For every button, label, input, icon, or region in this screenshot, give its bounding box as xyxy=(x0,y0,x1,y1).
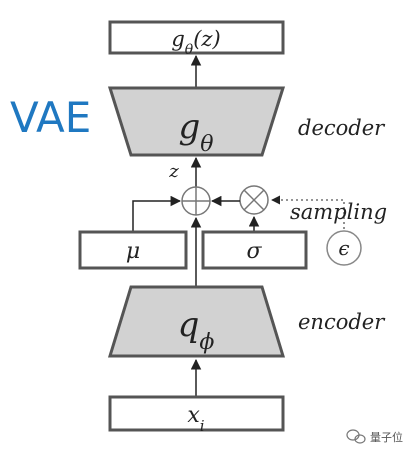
mu-label: μ xyxy=(126,239,140,264)
decoder-trapezoid xyxy=(107,86,286,157)
arrow-mu-to-sum xyxy=(132,195,182,232)
wechat-icon xyxy=(346,429,366,444)
circle-times-icon xyxy=(239,185,269,215)
output-box xyxy=(108,20,285,55)
input-box xyxy=(108,395,285,432)
decoder-label: decoder xyxy=(298,116,386,140)
epsilon-node xyxy=(326,230,362,266)
mu-box xyxy=(78,230,188,270)
epsilon-label: ϵ xyxy=(338,236,349,260)
sampling-label: sampling xyxy=(290,200,387,224)
sigma-label: σ xyxy=(246,239,262,264)
encoder-trapezoid xyxy=(107,285,286,358)
arrow-epsilon-to-product xyxy=(271,195,345,229)
z-label: z xyxy=(168,161,179,182)
circle-plus-icon xyxy=(181,186,211,216)
diagram-title: VAE xyxy=(10,93,91,142)
watermark-text: 量子位 xyxy=(370,430,403,444)
encoder-label: encoder xyxy=(298,310,386,334)
sigma-box xyxy=(201,230,308,270)
